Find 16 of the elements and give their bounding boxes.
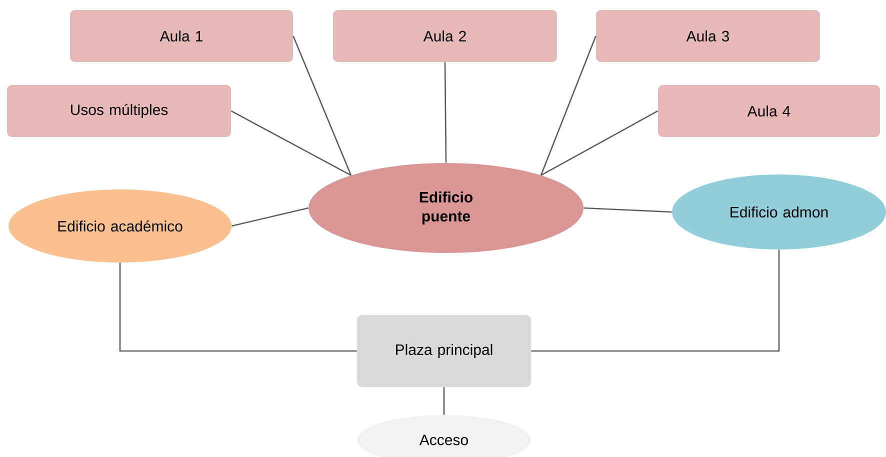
connector-line (230, 110, 352, 176)
connector-line (540, 110, 658, 176)
room-box: Aula 4 (658, 85, 880, 137)
room-box: Aula 1 (70, 10, 293, 62)
room-box: Aula 3 (596, 10, 820, 62)
room-box: Aula 2 (333, 10, 557, 62)
connector-line (540, 36, 596, 176)
connector-line (444, 62, 447, 163)
connector-line (531, 250, 780, 352)
connector-line (119, 262, 357, 352)
plaza-box: Plaza principal (357, 315, 531, 387)
connector-line (584, 207, 672, 213)
connector-line (232, 207, 308, 227)
connector-line (443, 387, 445, 415)
room-box: Usos múltiples (7, 85, 231, 137)
connector-line (292, 36, 352, 176)
